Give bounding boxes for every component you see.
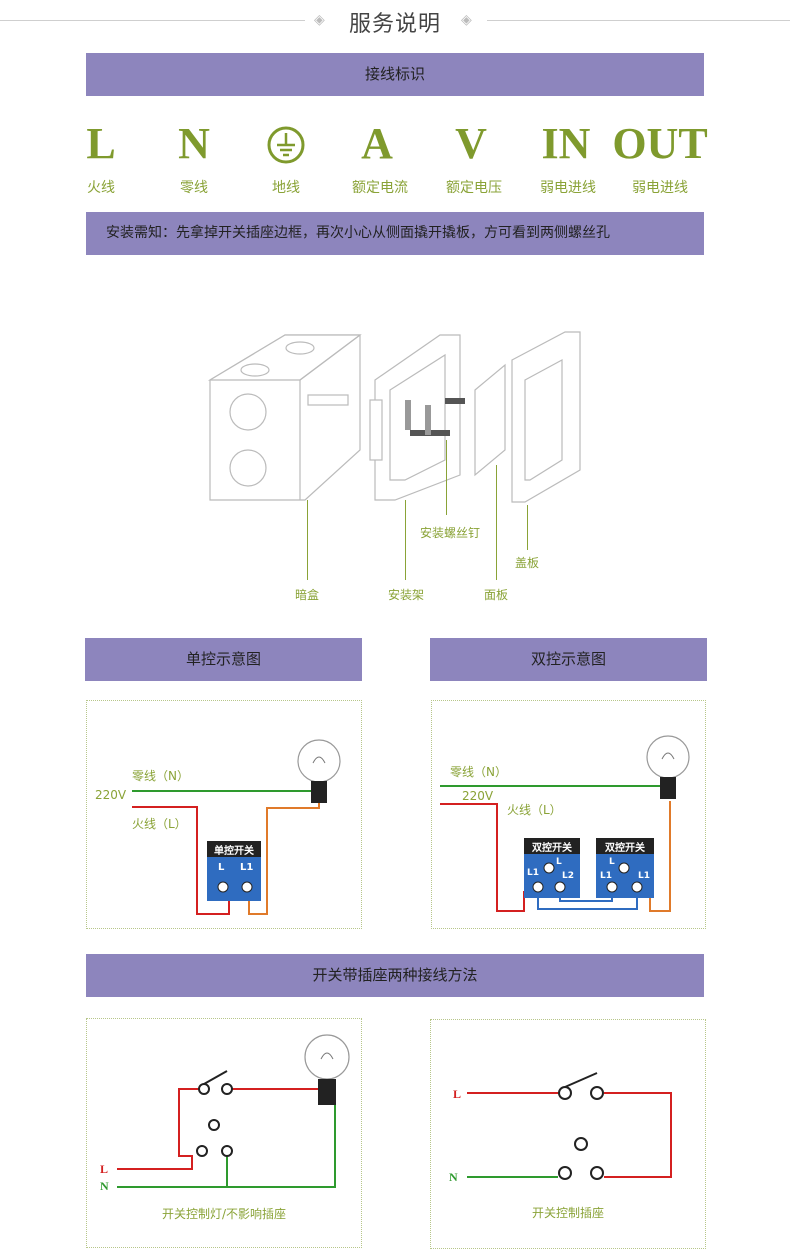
socket-left-caption: 开关控制灯/不影响插座 [161, 1207, 287, 1221]
symbol-a-label: 额定电流 [352, 180, 408, 196]
screw-label: 安装螺丝钉 [420, 526, 481, 540]
double-term-l1-1: L1 [527, 868, 539, 878]
double-term-l2-1: L2 [562, 871, 574, 881]
diamond-ornament-right-icon: ◈ [461, 12, 472, 28]
wiring-id-title: 接线标识 [364, 65, 425, 83]
single-neutral-label: 零线（N） [132, 769, 189, 783]
double-voltage-label: 220V [462, 789, 494, 803]
frame-label: 安装架 [388, 588, 425, 602]
symbol-out-label: 弱电进线 [632, 180, 688, 196]
symbol-v-label: 额定电压 [446, 180, 502, 196]
socket-wiring-title: 开关带插座两种接线方法 [312, 966, 478, 984]
single-control-diagram: 零线（N） 220V 火线（L） 单控开关 L L1 [86, 700, 362, 929]
socket-right-l-label: L [453, 1087, 462, 1101]
symbol-ground-label: 地线 [272, 180, 300, 196]
symbol-in: IN [541, 119, 591, 168]
double-control-bar: 双控示意图 [430, 638, 707, 681]
double-neutral-label: 零线（N） [450, 765, 507, 779]
symbol-in-label: 弱电进线 [540, 180, 596, 196]
symbol-l: L [86, 119, 116, 168]
screw-pointer-line [446, 440, 447, 515]
single-control-title: 单控示意图 [185, 650, 261, 668]
header-rule-left [0, 20, 305, 21]
bulb-icon [297, 739, 341, 803]
install-note-bar: 安装需知：先拿掉开关插座边框，再次小心从侧面撬开撬板，方可看到两侧螺丝孔 [86, 212, 704, 255]
double-term-l1-3: L1 [638, 871, 650, 881]
cover-pointer-line [527, 505, 528, 550]
single-switch-title: 单控开关 [214, 846, 254, 857]
cover-label: 盖板 [515, 556, 540, 570]
panel-label: 面板 [484, 588, 509, 602]
double-live-label: 火线（L） [507, 803, 562, 817]
socket-right-diagram: L N 开关控制插座 [430, 1019, 706, 1249]
symbol-a: A [361, 119, 393, 168]
socket-left-diagram: L N 开关控制灯/不影响插座 [86, 1018, 362, 1248]
diamond-ornament-left-icon: ◈ [314, 12, 325, 28]
double-control-diagram: 零线（N） 220V 火线（L） 双控开关 双控开关 L L1 L2 L L1 … [431, 700, 706, 929]
bulb-icon [646, 735, 690, 799]
socket-right-caption: 开关控制插座 [531, 1206, 604, 1220]
double-term-l-2: L [609, 857, 615, 867]
single-control-bar: 单控示意图 [85, 638, 362, 681]
single-live-label: 火线（L） [132, 817, 187, 831]
double-term-l1-2: L1 [600, 871, 612, 881]
symbol-n-label: 零线 [180, 180, 208, 196]
box-label: 暗盒 [295, 588, 320, 602]
symbol-n: N [178, 119, 210, 168]
single-term-l1: L1 [240, 862, 254, 873]
wiring-id-bar: 接线标识 [86, 53, 704, 96]
symbol-l-label: 火线 [87, 180, 115, 196]
header-rule-right [487, 20, 790, 21]
box-pointer-line [307, 500, 308, 580]
panel-pointer-line [496, 465, 497, 580]
single-voltage-label: 220V [95, 788, 127, 802]
socket-right-n-label: N [449, 1170, 458, 1184]
install-note-text: 安装需知：先拿掉开关插座边框，再次小心从侧面撬开撬板，方可看到两侧螺丝孔 [106, 225, 610, 241]
double-switch-title-1: 双控开关 [532, 843, 572, 854]
double-term-l-1: L [556, 857, 562, 867]
socket-left-n-label: N [100, 1179, 109, 1193]
socket-wiring-bar: 开关带插座两种接线方法 [86, 954, 704, 997]
double-control-title: 双控示意图 [530, 650, 606, 668]
double-switch-title-2: 双控开关 [605, 843, 645, 854]
symbol-out: OUT [612, 119, 708, 168]
ground-icon [266, 125, 306, 165]
socket-left-l-label: L [100, 1162, 109, 1176]
single-term-l: L [218, 862, 225, 873]
exploded-assembly-diagram [200, 320, 600, 610]
bulb-icon [304, 1034, 350, 1105]
page-title: 服务说明 [348, 12, 441, 37]
frame-pointer-line [405, 500, 406, 580]
symbol-v: V [455, 119, 487, 168]
